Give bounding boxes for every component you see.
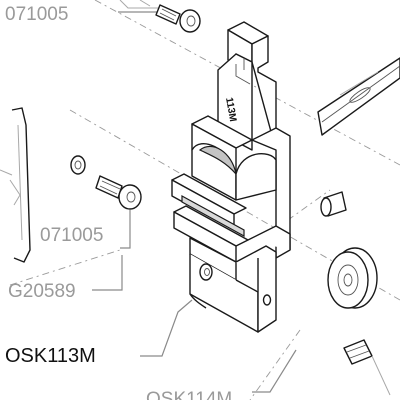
right-rail-fragment [317, 57, 400, 136]
left-bracket-fragment [0, 107, 31, 263]
leader-bottom-part [252, 349, 297, 393]
main-part-block: 113M [171, 21, 291, 333]
left-screw [95, 175, 142, 210]
label-top-screw: 071005 [5, 4, 68, 25]
roller-wheel [327, 247, 378, 309]
top-screw [155, 4, 201, 33]
washer [70, 155, 86, 175]
label-left-lower: G20589 [8, 281, 76, 302]
part-engraving: 113M [223, 97, 238, 123]
right-bushing [320, 191, 347, 217]
label-main-part: OSK113M [5, 345, 96, 367]
label-left-screw: 071005 [40, 225, 103, 246]
set-screw [343, 339, 391, 396]
leader-main-part [140, 299, 193, 357]
top-bracket-fragment [119, 0, 160, 9]
leader-left-lower [92, 255, 123, 291]
leader-left-screw [120, 210, 131, 249]
label-bottom-part: OSK114M [146, 389, 232, 400]
